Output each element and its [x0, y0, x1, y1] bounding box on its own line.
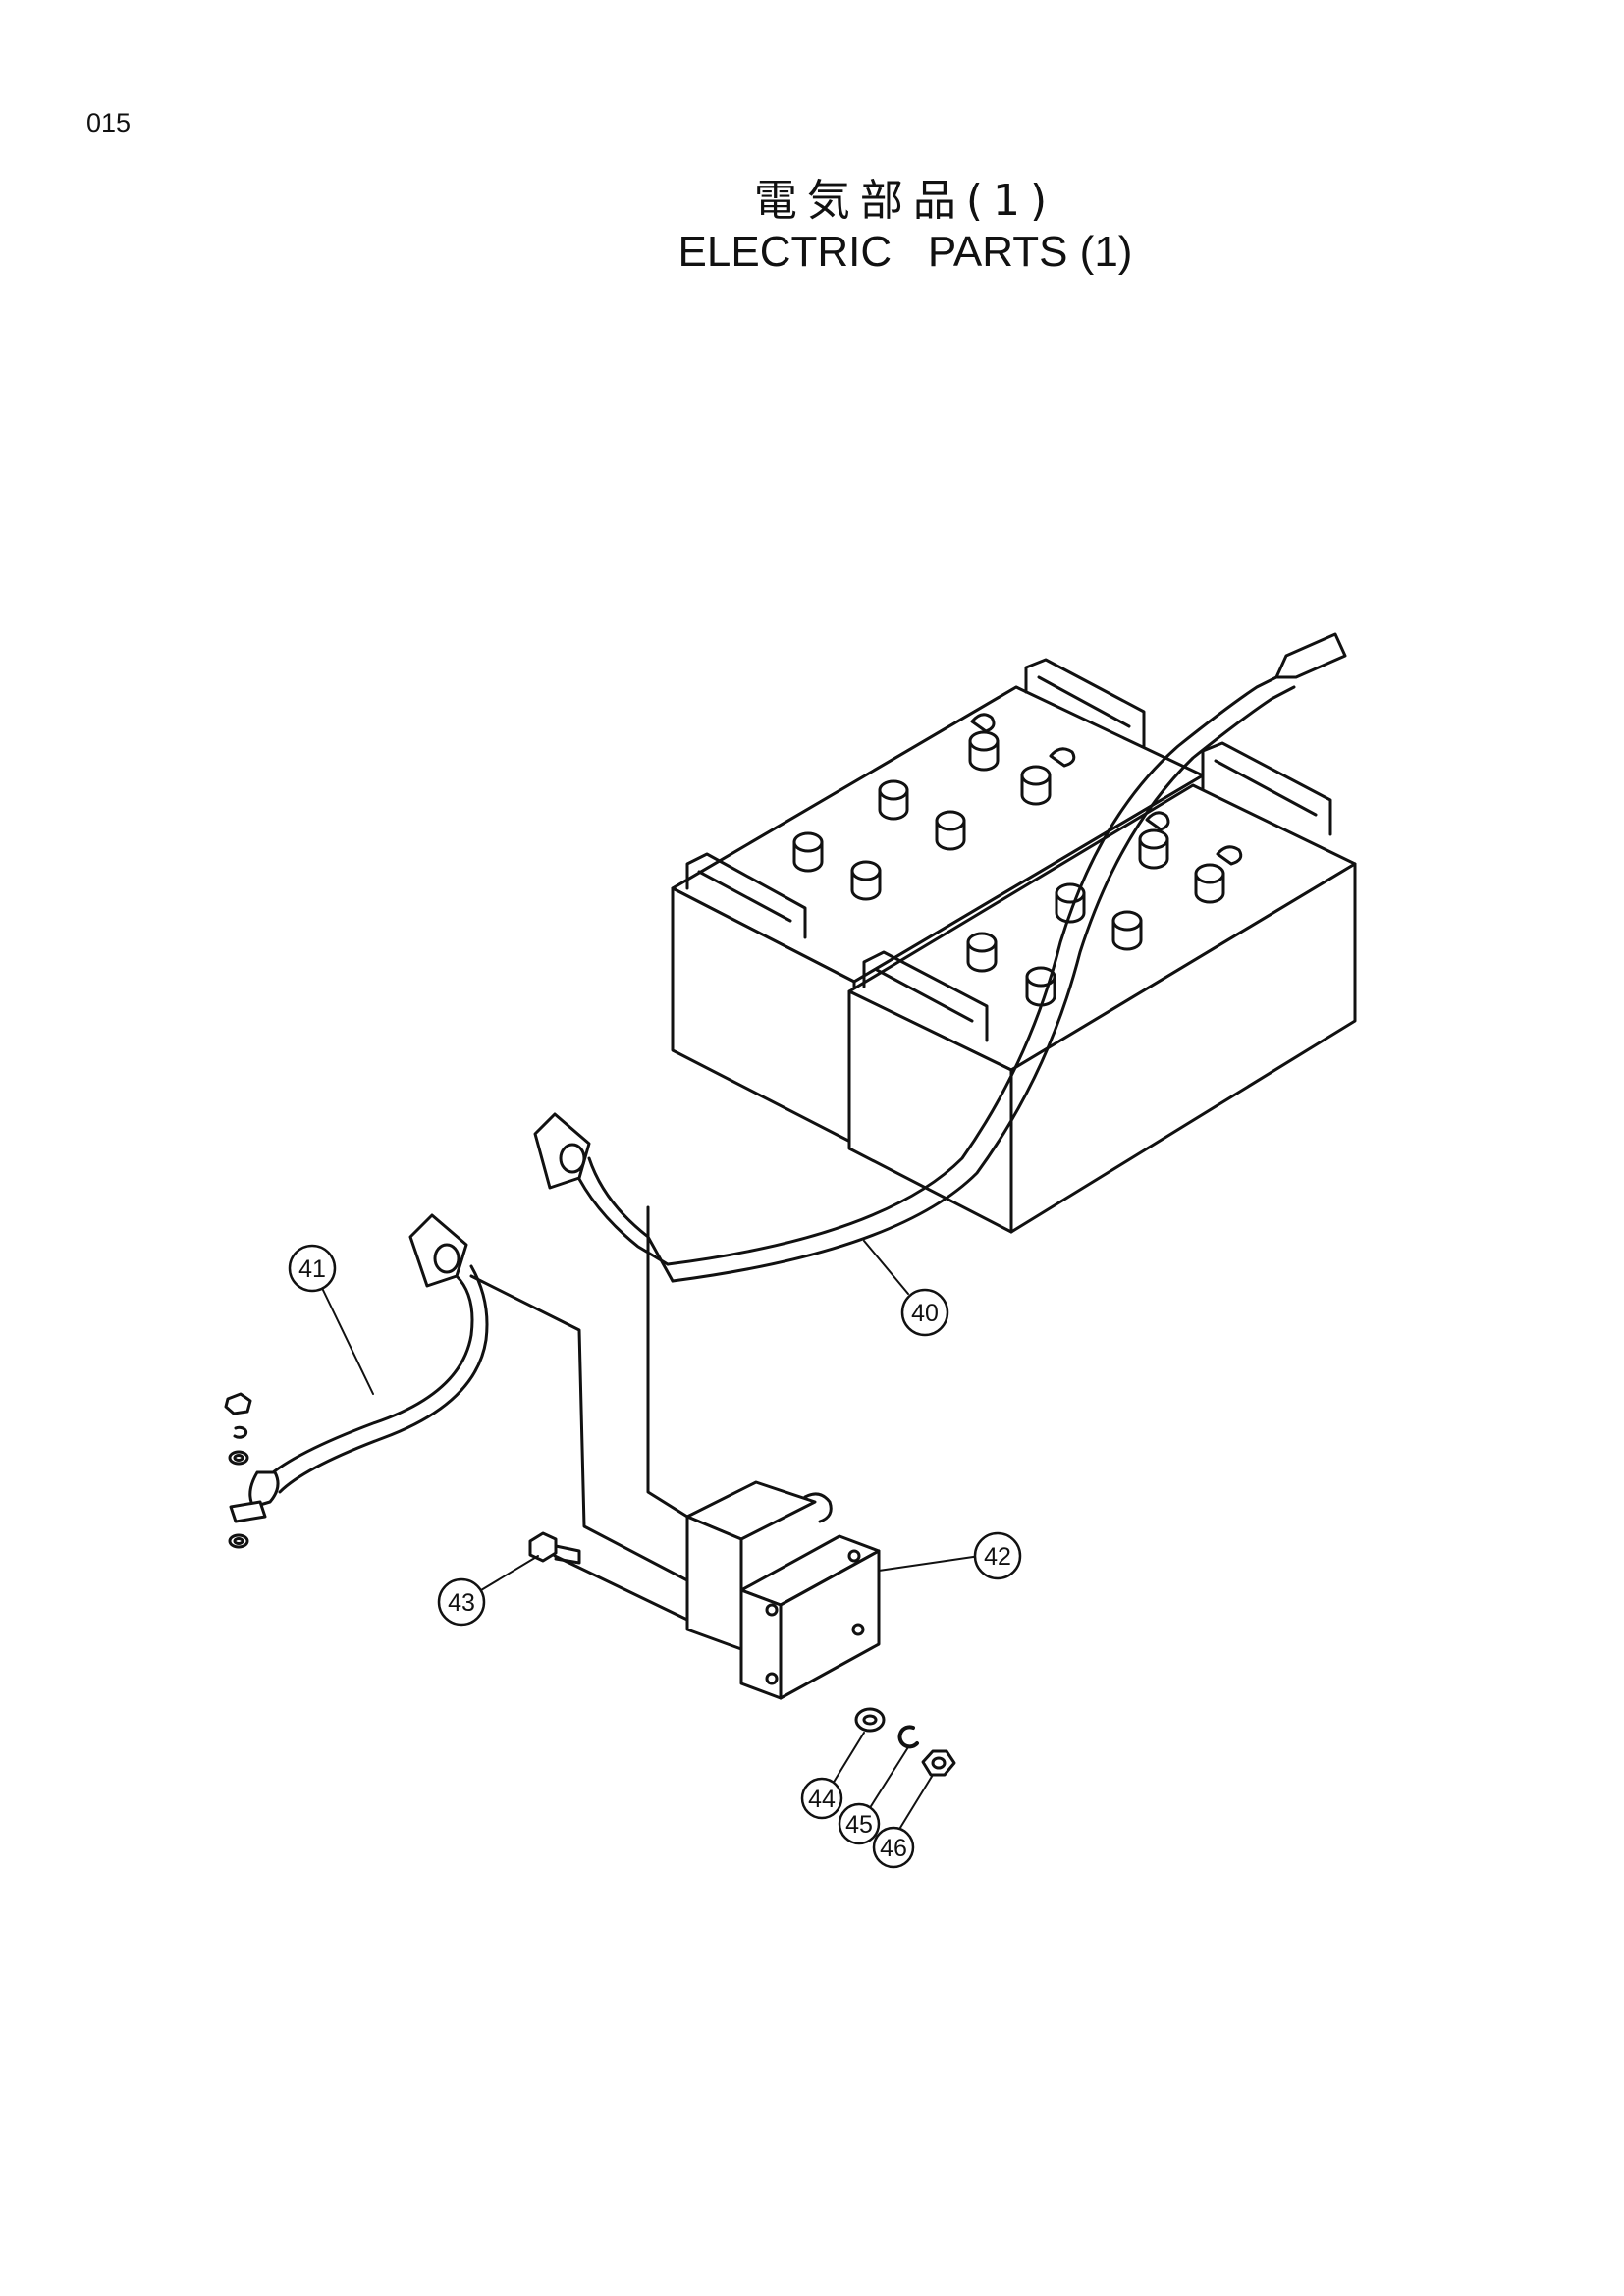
washer-44 — [854, 1707, 886, 1733]
svg-text:41: 41 — [298, 1255, 326, 1283]
svg-text:43: 43 — [448, 1589, 475, 1617]
relay-wires — [469, 1205, 689, 1622]
svg-text:42: 42 — [984, 1543, 1011, 1571]
nut-46 — [921, 1749, 956, 1777]
cable-41 — [224, 1213, 489, 1549]
callout-44: 44 — [800, 1777, 843, 1820]
svg-text:45: 45 — [845, 1811, 873, 1839]
title-english: ELECTRIC PARTS (1) — [677, 228, 1133, 276]
callout-42: 42 — [973, 1531, 1022, 1580]
callout-45: 45 — [838, 1802, 881, 1845]
page-number: 015 — [86, 108, 132, 137]
leader-lines — [320, 1240, 981, 1837]
battery-relay-42 — [685, 1480, 881, 1700]
callout-40: 40 — [900, 1288, 949, 1337]
title-japanese: 電気部品(1) — [753, 176, 1057, 226]
battery-caps-rear — [792, 730, 1052, 901]
callout-43: 43 — [437, 1577, 486, 1627]
hardware-stack-41 — [224, 1392, 252, 1549]
svg-text:46: 46 — [880, 1835, 907, 1862]
svg-text:40: 40 — [911, 1300, 939, 1327]
battery-front — [847, 741, 1357, 1234]
cable-40 — [533, 632, 1347, 1283]
lock-washer-45 — [897, 1725, 919, 1749]
callout-46: 46 — [872, 1826, 915, 1869]
battery-caps-front — [966, 828, 1225, 1007]
callout-41: 41 — [288, 1244, 337, 1293]
bolt-43 — [528, 1531, 581, 1565]
svg-text:44: 44 — [808, 1786, 836, 1813]
